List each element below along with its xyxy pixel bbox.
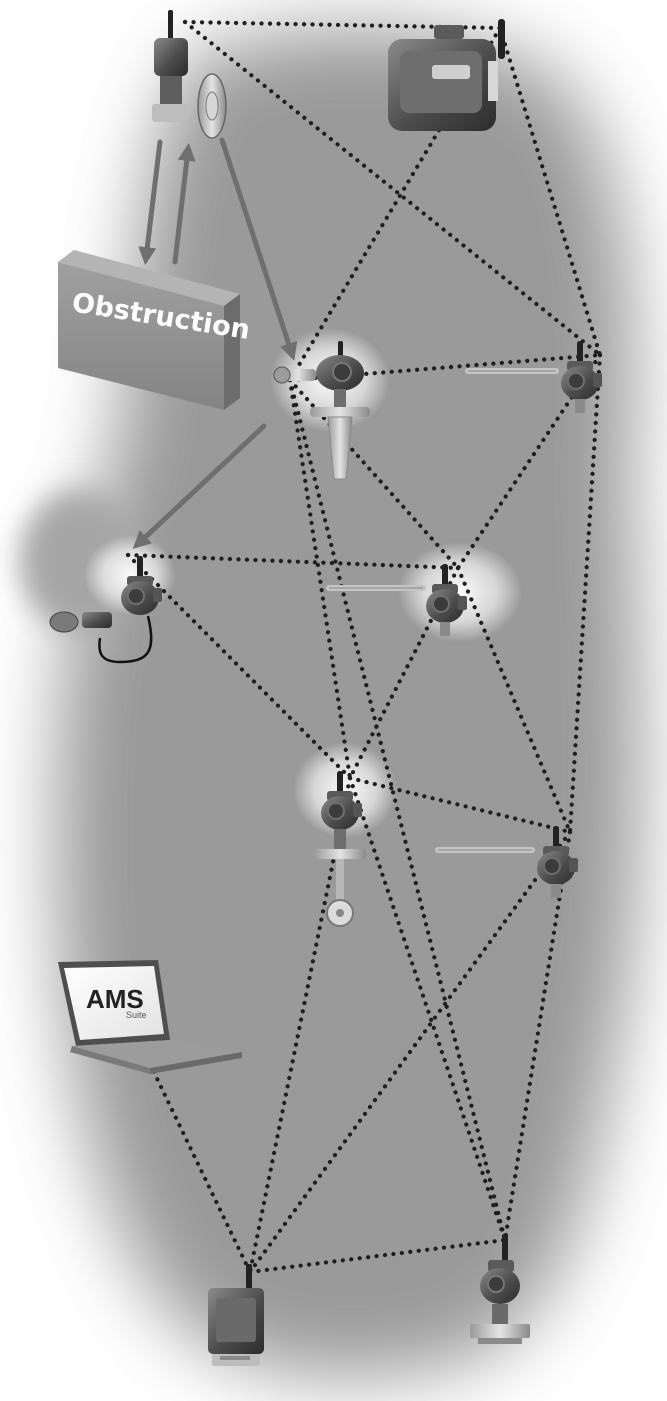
radar-level-transmitter-icon (273, 341, 370, 480)
laptop-product-label: Suite (126, 1010, 147, 1020)
mesh-link-gwBL-ptBR (247, 1237, 508, 1275)
arrow-from-obstruction (172, 142, 196, 265)
arrow-to-level-switch (132, 423, 267, 549)
mesh-link-level-flow (125, 552, 353, 781)
gateway-bottom-left-icon (208, 1264, 264, 1366)
device-glows (84, 328, 522, 838)
mesh-link-gwTR-tempR1 (497, 25, 603, 358)
mesh-link-flow-gwBL (247, 775, 353, 1275)
signal-arrows (132, 137, 298, 549)
mesh-link-tempR2-gwBL (247, 829, 573, 1275)
mesh-link-radar-ptBR (287, 377, 508, 1243)
laptop-brand-label: AMS (86, 984, 144, 1014)
background-cloud (20, 27, 639, 1377)
mesh-link-tempM-tempR2 (455, 565, 573, 835)
mesh-link-radar-flow (287, 377, 353, 781)
obstruction-block: Obstruction (58, 250, 252, 410)
gateway-top-right-icon (388, 19, 505, 131)
arrow-to-obstruction (138, 139, 163, 266)
pressure-transmitter-top-left-icon (152, 10, 227, 139)
mesh-link-flow-tempR2 (347, 775, 573, 835)
mesh-link-tempR2-ptBR (502, 829, 573, 1243)
temperature-transmitter-middle-icon (326, 563, 468, 636)
laptop-icon: AMS Suite (58, 960, 242, 1074)
mesh-link-ptTL-tempR1 (182, 19, 603, 358)
mesh-link-flow-ptBR (347, 775, 508, 1243)
mesh-link-tempM-flow (347, 565, 461, 781)
flow-transmitter-icon (314, 770, 366, 927)
arrow-to-radar (219, 137, 298, 361)
pressure-transmitter-bottom-right-icon (470, 1234, 530, 1344)
temperature-transmitter-right-lower-icon (435, 825, 579, 898)
mesh-link-tempR1-tempR2 (567, 352, 603, 835)
level-switch-transmitter-icon (49, 555, 163, 664)
temperature-transmitter-right-upper-icon (465, 340, 603, 413)
